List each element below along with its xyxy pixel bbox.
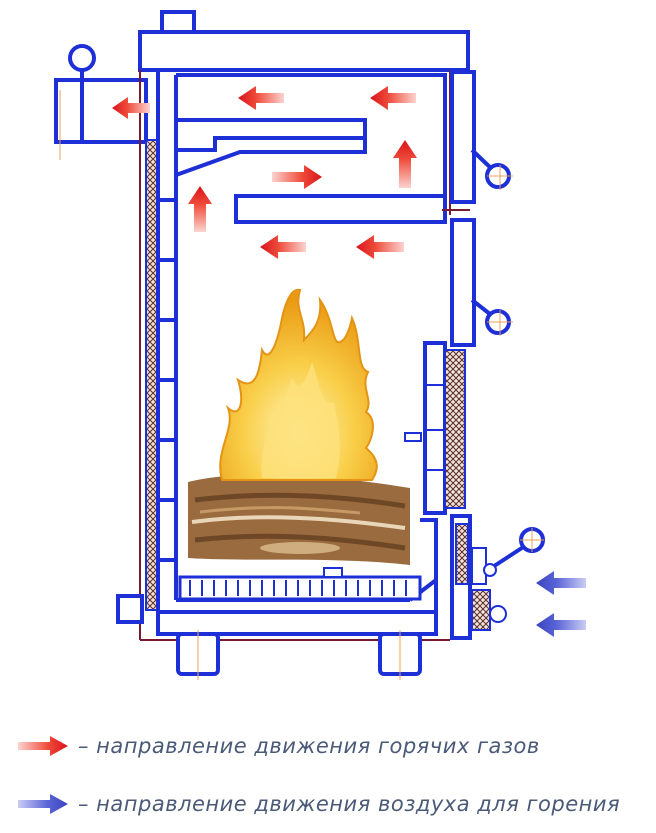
red-arrow-icon: [18, 736, 68, 756]
red-arrow-icon: [393, 140, 417, 188]
door-handle-middle[interactable]: [470, 298, 511, 335]
flue-outlet: [54, 44, 148, 144]
legend-air-label: – направление движения воздуха для горен…: [78, 792, 621, 816]
legend-air: – направление движения воздуха для горен…: [14, 786, 620, 822]
upper-doors: [442, 70, 476, 347]
red-arrow-icon: [272, 165, 322, 189]
firewood-icon: [188, 474, 410, 565]
center-marks: [59, 90, 544, 680]
flame-icon: [219, 288, 378, 481]
hot-gas-arrows: [112, 86, 417, 259]
blue-arrow-icon: [536, 571, 586, 595]
top-cap: [138, 10, 470, 72]
blue-arrow-icon: [18, 794, 68, 814]
loading-door: [404, 341, 466, 515]
door-handle-upper[interactable]: [470, 148, 511, 189]
red-arrow-icon: [356, 235, 404, 259]
baffles: [174, 118, 447, 224]
ash-door: [420, 514, 491, 640]
air-arrows: [536, 571, 586, 637]
return-pipe: [116, 594, 144, 624]
air-damper-lever[interactable]: [483, 527, 545, 623]
blue-arrow-icon: [536, 613, 586, 637]
legend-hot-gases-label: – направление движения горячих газов: [78, 734, 540, 758]
legend-hot-gases: – направление движения горячих газов: [14, 728, 540, 764]
red-arrow-icon: [188, 186, 212, 232]
grate: [178, 567, 422, 601]
red-arrow-icon: [260, 235, 306, 259]
red-arrow-icon: [370, 86, 416, 110]
red-arrow-icon: [112, 97, 150, 119]
red-arrow-icon: [238, 86, 284, 110]
